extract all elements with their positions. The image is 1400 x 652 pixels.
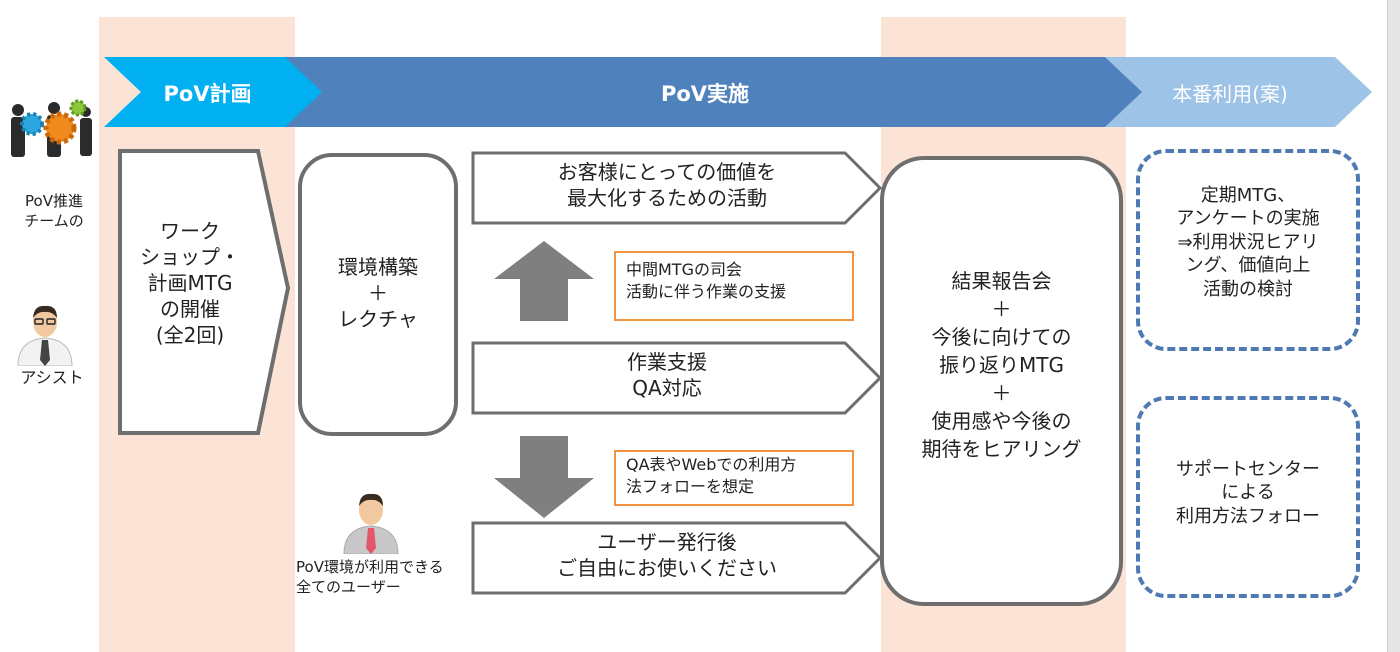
- support-center-text: サポートセンター による 利用方法フォロー: [1176, 459, 1320, 527]
- exec-phase-label: PoV実施: [660, 82, 750, 106]
- mid-meeting-note: 中間MTGの司会 活動に伴う作業の支援: [614, 251, 854, 321]
- env-text: 環境構築 ＋ レクチャ: [338, 255, 418, 331]
- assist-person-icon: [17, 305, 73, 366]
- qa-note: QA表やWebでの利用方 法フォローを想定: [614, 450, 854, 506]
- after-issue-text: ユーザー発行後 ご自由にお使いください: [557, 530, 777, 580]
- assist-label: アシスト: [20, 368, 84, 387]
- team-gears-icon: [11, 99, 92, 157]
- value-text: お客様にとっての価値を 最大化するための活動: [557, 160, 777, 210]
- user-person-icon: [343, 493, 399, 554]
- env-box: [298, 153, 458, 436]
- regular-meeting-text: 定期MTG、 アンケートの実施 ⇒利用状況ヒアリ ング、価値向上 活動の検討: [1176, 185, 1320, 300]
- report-box: [880, 156, 1123, 606]
- support-center-box: [1136, 396, 1360, 598]
- scrollbar[interactable]: [1387, 0, 1400, 652]
- workshop-box: [118, 149, 291, 435]
- activity-arrows: [471, 151, 883, 595]
- plan-phase-label: PoV計画: [163, 82, 252, 106]
- report-text: 結果報告会 ＋ 今後に向けての 振り返りMTG ＋ 使用感や今後の 期待をヒアリ…: [921, 269, 1082, 461]
- up-arrow-icon: [494, 241, 594, 321]
- support-chevron: [471, 341, 883, 415]
- prod-phase-label: 本番利用(案): [1172, 82, 1288, 106]
- prod-phase-chevron: [1095, 57, 1372, 127]
- down-arrow-icon: [494, 436, 594, 518]
- team-label: PoV推進 チームの: [24, 192, 84, 230]
- regular-meeting-box: [1136, 149, 1360, 351]
- phase-banner: [104, 57, 1372, 127]
- after-issue-chevron: [471, 521, 883, 595]
- value-chevron: [471, 151, 883, 225]
- exec-phase-chevron: [270, 57, 1142, 127]
- support-text: 作業支援 QA対応: [627, 350, 707, 400]
- users-label: PoV環境が利用できる 全てのユーザー: [296, 558, 444, 596]
- plan-phase-chevron: [104, 57, 322, 127]
- workshop-text: ワーク ショップ・ 計画MTG の開催 (全2回): [140, 219, 240, 347]
